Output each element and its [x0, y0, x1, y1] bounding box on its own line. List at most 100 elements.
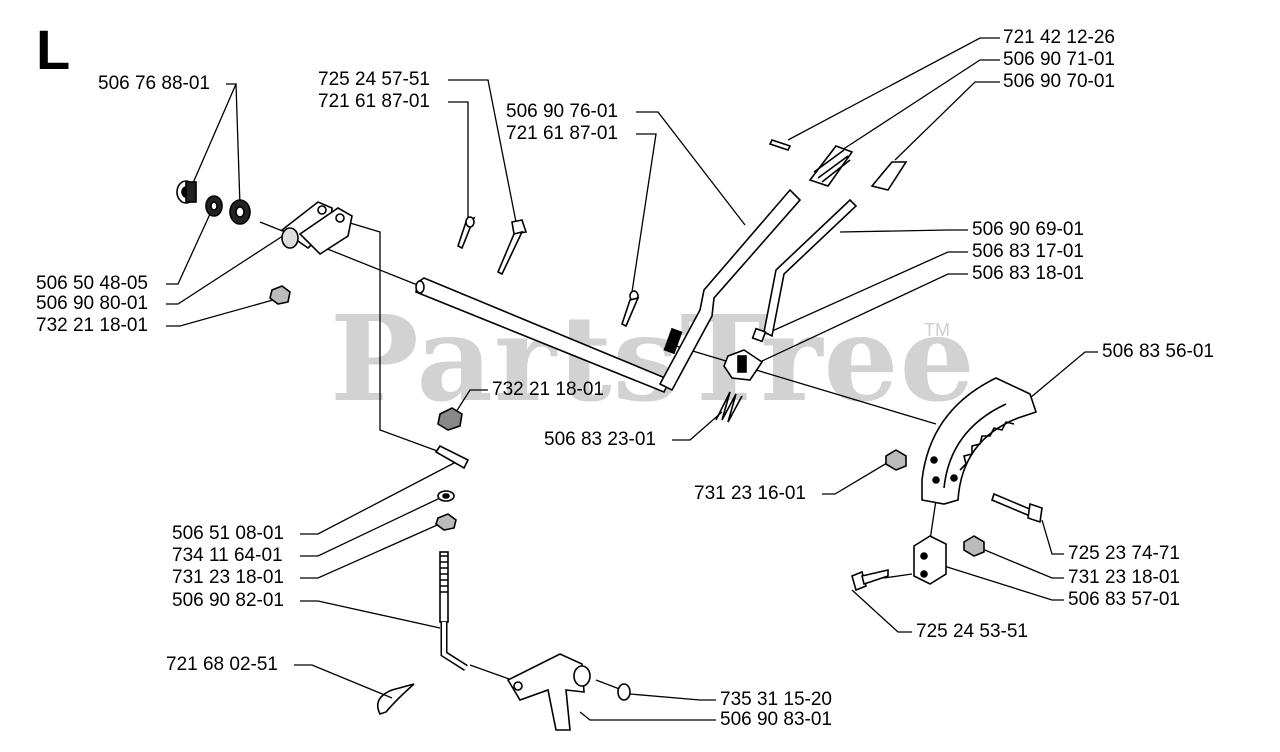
main-shaft	[415, 188, 802, 394]
part-number-label: 721 42 12-26	[1003, 27, 1115, 48]
leader-line	[631, 133, 657, 293]
leader-line	[629, 693, 716, 701]
pivot-bracket	[506, 653, 591, 731]
nut-part	[437, 407, 463, 431]
part-number-label: 506 83 23-01	[544, 429, 656, 450]
part-number-label: 506 90 69-01	[972, 219, 1084, 240]
leader-line	[636, 111, 746, 226]
leader-line	[759, 273, 968, 363]
leader-line	[300, 600, 441, 629]
rod-part	[763, 198, 858, 338]
threaded-rod	[439, 551, 468, 671]
part-number-label: 506 90 80-01	[36, 293, 148, 314]
leader-line	[1029, 351, 1098, 399]
nut-part	[269, 285, 291, 305]
axis-line	[339, 219, 441, 453]
bolt-part	[496, 219, 528, 276]
leader-line	[300, 497, 441, 557]
nut-part	[435, 513, 457, 531]
part-number-label: 721 68 02-51	[166, 654, 278, 675]
part-number-label: 721 61 87-01	[318, 91, 430, 112]
leader-line	[448, 79, 517, 223]
bolt-part	[851, 568, 889, 592]
part-number-label: 506 51 08-01	[172, 523, 284, 544]
part-number-label: 725 24 53-51	[916, 621, 1028, 642]
watermark-trademark: TM	[924, 320, 950, 340]
leader-line	[822, 459, 893, 495]
pin-part	[434, 444, 470, 470]
parts	[176, 139, 1043, 731]
axis-line	[675, 345, 937, 425]
clevis-bracket	[280, 201, 353, 256]
part-number-label: 506 50 48-05	[36, 273, 148, 294]
leader-line	[841, 59, 1000, 151]
watermark-text: PartsTree	[330, 289, 976, 428]
leader-line	[300, 461, 457, 535]
axis-line	[929, 499, 937, 541]
part-number-label: 721 61 87-01	[506, 123, 618, 144]
part-number-label: 506 90 83-01	[720, 709, 832, 730]
leader-line	[851, 589, 912, 633]
part-number-label: 506 90 70-01	[1003, 71, 1115, 92]
leader-line	[235, 83, 241, 207]
axis-line	[883, 573, 913, 579]
leader-line	[769, 251, 968, 333]
leader-line	[979, 547, 1064, 579]
part-number-label: 506 83 57-01	[1068, 589, 1180, 610]
leader-line	[455, 389, 488, 413]
toothed-sector	[921, 377, 1038, 505]
part-number-label: 731 23 18-01	[172, 567, 284, 588]
washer-part	[437, 490, 455, 502]
leader-line	[1041, 519, 1064, 555]
part-number-label: 506 90 82-01	[172, 590, 284, 611]
pin-part	[621, 290, 640, 328]
leader-line	[672, 411, 723, 441]
leader-line	[579, 711, 716, 721]
leader-line	[300, 521, 445, 579]
leader-line	[448, 101, 469, 222]
leader-line	[294, 664, 393, 699]
part-number-label: 506 83 17-01	[972, 241, 1084, 262]
grip-part	[808, 145, 854, 187]
ferrule-part	[870, 161, 908, 191]
cotter-pin-part	[768, 139, 792, 151]
clip-ring	[617, 683, 631, 701]
latch-block	[723, 349, 764, 381]
spacer-part	[229, 199, 251, 225]
hairpin-clip	[376, 683, 415, 715]
part-number-label: 506 90 71-01	[1003, 49, 1115, 70]
leader-line	[189, 83, 237, 191]
spacer-part	[176, 180, 197, 204]
nut-part	[885, 449, 907, 471]
axis-line	[469, 664, 513, 681]
leader-line	[894, 81, 1000, 161]
part-number-label: 506 76 88-01	[98, 73, 210, 94]
part-number-label: 731 23 16-01	[694, 483, 806, 504]
spacer-part	[205, 195, 223, 217]
part-number-label: 506 83 18-01	[972, 263, 1084, 284]
section-letter: L	[36, 18, 71, 81]
spring-part	[715, 391, 743, 423]
leader-line	[166, 229, 293, 305]
leader-line	[166, 213, 211, 285]
nut-part	[963, 535, 985, 557]
part-number-label: 732 21 18-01	[36, 315, 148, 336]
part-number-label: 731 23 18-01	[1068, 567, 1180, 588]
leader-line	[839, 229, 968, 233]
leader-line	[166, 297, 281, 327]
clamp-block	[913, 535, 947, 585]
axis-line	[595, 679, 623, 691]
pin-part	[457, 216, 476, 250]
part-number-label: 725 23 74-71	[1068, 543, 1180, 564]
leader-line	[943, 565, 1064, 601]
cap-part	[751, 327, 767, 343]
bolt-part	[991, 492, 1043, 524]
part-number-label: 734 11 64-01	[172, 545, 283, 566]
part-number-label: 735 31 15-20	[720, 689, 832, 710]
part-number-label: 725 24 57-51	[318, 69, 430, 90]
part-number-label: 732 21 18-01	[492, 379, 604, 400]
part-number-label: 506 83 56-01	[1102, 341, 1214, 362]
leader-line	[787, 37, 1000, 141]
